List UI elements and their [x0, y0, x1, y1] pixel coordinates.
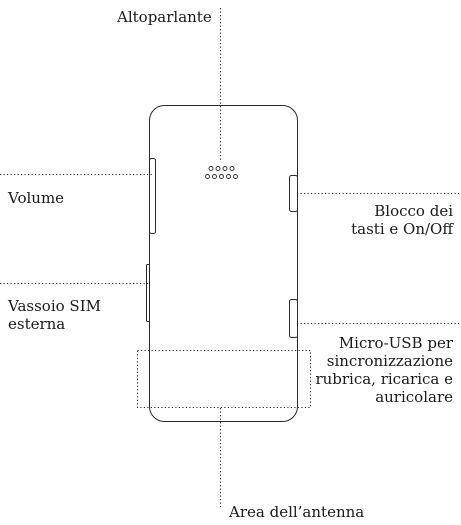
speaker-label: Altoparlante	[117, 8, 212, 26]
micro-usb-label-line-4: auricolare	[375, 388, 453, 406]
speaker-label-text: Altoparlante	[117, 8, 212, 26]
sim-tray-label-line-1: Vassoio SIM	[8, 297, 101, 315]
phone-body	[149, 105, 298, 422]
antenna-label-text: Area dell’antenna	[229, 503, 365, 521]
micro-usb-label-line-1: Micro-USB per	[338, 334, 453, 352]
micro-usb-label-line-2: sincronizzazione	[326, 352, 453, 370]
micro-usb-label-line-3: rubrica, ricarica e	[315, 370, 453, 388]
power-lock-label-line-1: Blocco dei	[374, 202, 453, 220]
speaker-grille	[205, 166, 238, 179]
sim-tray-label: Vassoio SIM esterna	[8, 297, 101, 333]
power-lock-label-line-2: tasti e On/Off	[351, 220, 453, 238]
sim-tray-slot	[146, 264, 150, 322]
micro-usb-label: Micro-USB per sincronizzazione rubrica, …	[315, 334, 453, 406]
antenna-label: Area dell’antenna	[229, 503, 364, 521]
volume-label-text: Volume	[8, 189, 65, 207]
volume-label: Volume	[8, 189, 64, 207]
antenna-area	[137, 350, 311, 408]
power-lock-label: Blocco dei tasti e On/Off	[351, 202, 453, 238]
volume-button	[149, 158, 156, 234]
power-lock-button	[289, 175, 298, 212]
sim-tray-label-line-2: esterna	[8, 315, 66, 333]
micro-usb-port	[289, 299, 298, 338]
